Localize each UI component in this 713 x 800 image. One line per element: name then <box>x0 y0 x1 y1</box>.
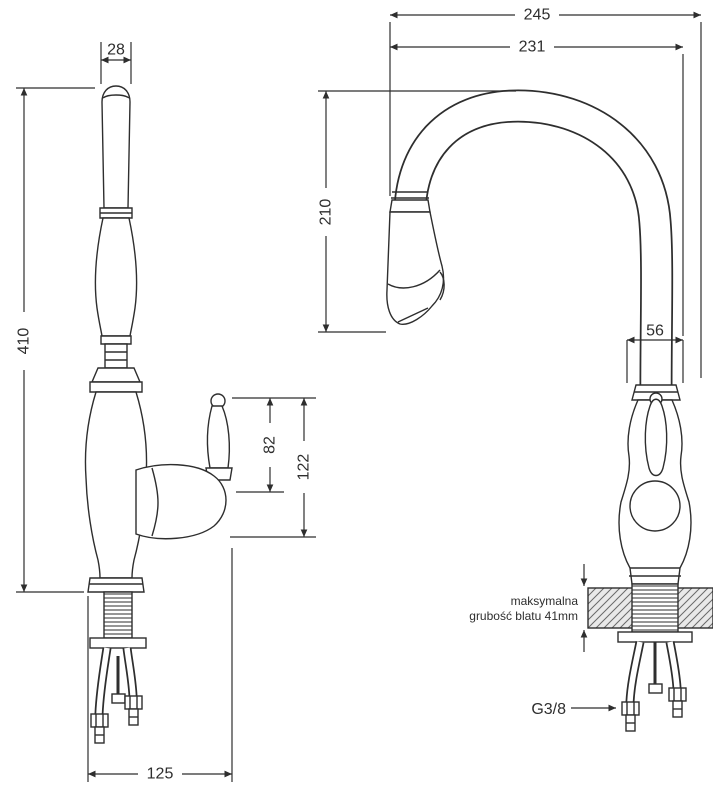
right-body <box>618 384 692 585</box>
label-spout-reach: 231 <box>519 39 546 56</box>
left-mounting <box>89 591 147 744</box>
label-handle-height: 82 <box>262 436 279 454</box>
left-dim-base-depth <box>87 548 233 783</box>
counter-note-line2: grubość blatu 41mm <box>469 609 578 623</box>
right-dim-overall-reach <box>389 7 702 378</box>
right-gooseneck-spout <box>393 89 674 389</box>
right-dim-spout-reach <box>390 39 684 336</box>
left-dim-total-height <box>15 87 95 593</box>
left-dim-spout-width <box>100 42 132 84</box>
right-faucet-foreground <box>386 191 713 732</box>
left-dim-handle-overall <box>230 397 316 538</box>
left-faucet-view <box>84 85 233 744</box>
label-base-depth: 125 <box>147 766 174 783</box>
right-dim-body-width <box>626 336 684 383</box>
label-total-height: 410 <box>16 328 33 355</box>
label-thread-size: G3/8 <box>531 701 566 718</box>
label-overall-reach: 245 <box>524 7 551 24</box>
left-handle <box>135 393 233 540</box>
label-spout-height: 210 <box>318 199 335 226</box>
label-spout-width: 28 <box>107 42 125 59</box>
left-spout <box>89 85 143 393</box>
right-mounting <box>617 631 693 732</box>
label-handle-overall: 122 <box>296 454 313 481</box>
label-body-width: 56 <box>646 323 664 340</box>
right-dim-spout-height <box>317 90 516 333</box>
counter-note-line1: maksymalna <box>511 594 579 608</box>
right-sprayer-head <box>386 191 445 325</box>
left-dim-handle-height <box>232 397 284 493</box>
dimension-lines <box>15 7 702 783</box>
right-countertop <box>587 583 713 633</box>
dimension-labels: 28 410 82 122 125 245 231 210 56 maksyma… <box>16 7 665 783</box>
right-faucet-view <box>393 89 674 389</box>
left-body <box>84 391 148 593</box>
